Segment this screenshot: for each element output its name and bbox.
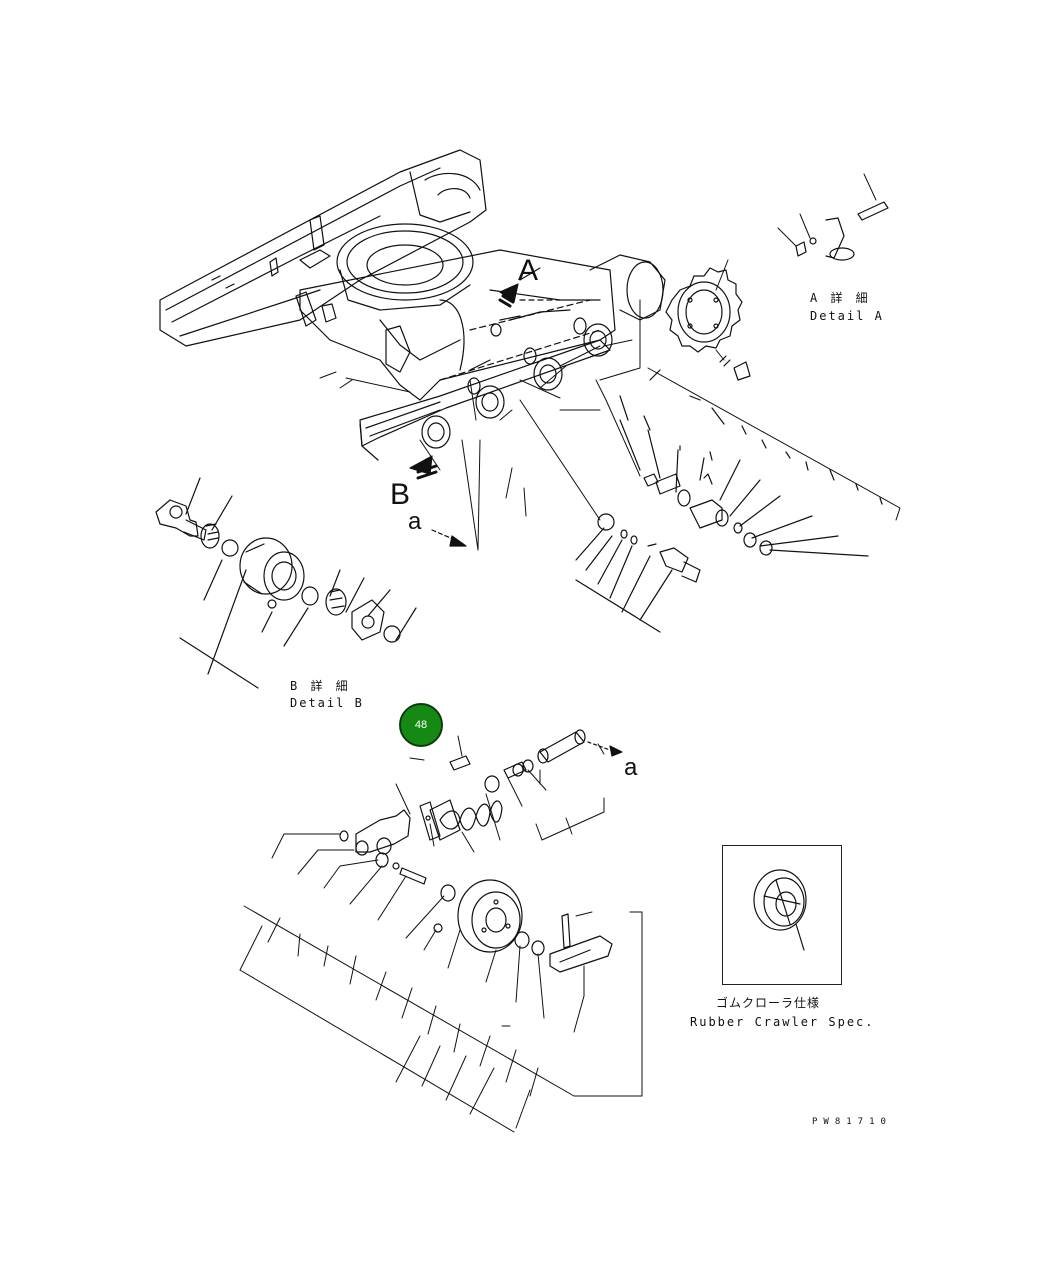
view-marker-b: B: [390, 478, 411, 511]
sprocket: [665, 267, 751, 381]
detail-b-title-jp: B 詳 細: [290, 679, 351, 693]
leader-lines: [319, 173, 901, 551]
drawing-code: PW81710: [812, 1117, 892, 1127]
detail-a-parts: [795, 201, 889, 261]
detail-a-title-jp: A 詳 細: [810, 291, 871, 305]
rubber-crawler-title-jp: ゴムクローラ仕様: [716, 996, 821, 1010]
view-arrow-a-lower: [431, 529, 467, 547]
pin-assembly-center: [575, 513, 701, 633]
rubber-crawler-inset-frame: [722, 845, 842, 985]
detail-b-title-en: Detail B: [290, 696, 364, 710]
track-frame: [159, 149, 666, 461]
callout-badge-48[interactable]: 48: [399, 703, 443, 747]
detail-b-parts: [155, 477, 417, 689]
rubber-crawler-title-en: Rubber Crawler Spec.: [690, 1015, 875, 1029]
track-adjuster: [339, 729, 623, 973]
detail-a-title-en: Detail A: [810, 309, 884, 323]
callout-badge-number: 48: [414, 719, 428, 731]
frame-rollers: [421, 317, 613, 449]
adjuster-leader-lines: [239, 735, 643, 1133]
view-arrow-b: [409, 455, 438, 480]
pin-assembly-right: [619, 369, 883, 557]
view-arrow-a: [498, 283, 519, 308]
rubber-crawler-idler: [753, 869, 807, 951]
view-marker-a-lower: a: [408, 508, 422, 535]
view-marker-a-right: a: [624, 754, 638, 781]
view-marker-a: A: [518, 254, 539, 287]
